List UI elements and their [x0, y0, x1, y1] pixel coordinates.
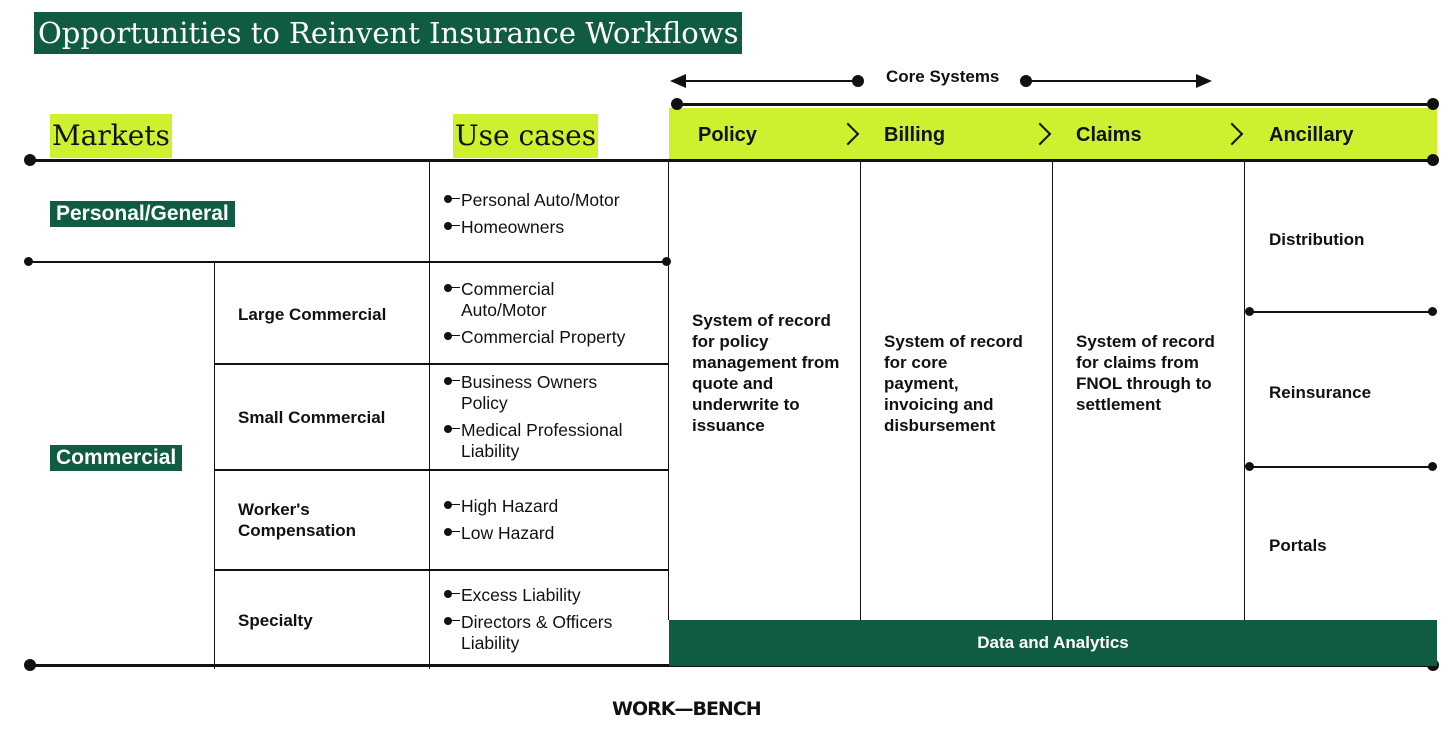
bottom-rule-left-dot	[24, 659, 36, 671]
bullet-icon	[444, 222, 452, 230]
use-case-item: Low Hazard	[461, 523, 555, 543]
page-title: Opportunities to Reinvent Insurance Work…	[34, 12, 743, 54]
use-case-item: Excess Liability	[461, 585, 581, 605]
ancillary-divider	[1249, 466, 1432, 468]
data-analytics-bar: Data and Analytics	[669, 620, 1437, 666]
bullet-stem	[450, 531, 460, 532]
use-case-item: Homeowners	[461, 217, 565, 237]
ancillary-distribution: Distribution	[1269, 230, 1365, 249]
segment-column-line	[214, 263, 215, 669]
ancillary-divider-right-dot	[1428, 307, 1437, 316]
bullet-icon	[444, 501, 452, 509]
core-systems-arrow-right-line	[1026, 80, 1196, 82]
band-top-line	[676, 103, 1434, 106]
ancillary-divider-left-dot	[1245, 462, 1254, 471]
column-divider	[860, 161, 861, 620]
column-divider	[1244, 161, 1245, 620]
use-case-item: Business Owners Policy	[461, 372, 598, 413]
row-divider	[215, 363, 668, 365]
bullet-icon	[444, 284, 452, 292]
work-bench-logo: WORK—BENCH	[612, 698, 762, 720]
bullet-stem	[450, 335, 460, 336]
stage-policy: Policy	[698, 124, 757, 146]
use-cases-header: Use cases	[453, 114, 599, 158]
bullet-stem	[450, 620, 460, 621]
use-case-item: Personal Auto/Motor	[461, 190, 620, 210]
segment-large-commercial: Large Commercial	[238, 305, 387, 324]
ancillary-reinsurance: Reinsurance	[1269, 383, 1372, 402]
divider-right-dot	[662, 257, 671, 266]
bullet-icon	[444, 590, 452, 598]
use-case-item: Medical Professional Liability	[461, 420, 623, 461]
bullet-icon	[444, 528, 452, 536]
row-divider	[215, 469, 668, 471]
segment-small-commercial: Small Commercial	[238, 408, 386, 427]
ancillary-divider-left-dot	[1245, 307, 1254, 316]
market-commercial: Commercial	[50, 445, 183, 471]
header-rule	[30, 159, 1434, 162]
bullet-stem	[450, 225, 460, 226]
header-rule-right-dot	[1427, 154, 1439, 166]
policy-description: System of record for policy management f…	[692, 311, 840, 435]
bullet-icon	[444, 332, 452, 340]
use-case-item: Directors & Officers Liability	[461, 612, 613, 653]
bullet-stem	[450, 198, 460, 199]
bullet-icon	[444, 377, 452, 385]
bullet-stem	[450, 504, 460, 505]
bullet-stem	[450, 593, 460, 594]
use-case-item: Commercial Auto/Motor	[461, 279, 555, 320]
use-case-item: High Hazard	[461, 496, 559, 516]
segment-workers-compensation: Worker's Compensation	[238, 500, 357, 540]
bullet-stem	[450, 380, 460, 381]
bullet-stem	[450, 428, 460, 429]
core-systems-band	[669, 108, 1437, 160]
personal-commercial-divider	[28, 261, 666, 263]
ancillary-portals: Portals	[1269, 536, 1327, 555]
core-systems-arrow-right-head	[1196, 74, 1212, 88]
usecase-right-line	[668, 161, 669, 620]
header-rule-left-dot	[24, 154, 36, 166]
claims-description: System of record for claims from FNOL th…	[1076, 332, 1215, 414]
bullet-icon	[444, 425, 452, 433]
ancillary-divider-right-dot	[1428, 462, 1437, 471]
core-systems-arrow-left-line	[684, 80, 856, 82]
core-systems-arrow-left-head	[670, 74, 686, 88]
market-personal-general: Personal/General	[50, 201, 235, 227]
stage-ancillary: Ancillary	[1269, 124, 1354, 146]
stage-billing: Billing	[884, 124, 946, 146]
billing-description: System of record for core payment, invoi…	[884, 332, 1023, 435]
band-top-right-dot	[1427, 98, 1439, 110]
bullet-stem	[450, 287, 460, 288]
bullet-icon	[444, 195, 452, 203]
column-divider	[1052, 161, 1053, 620]
core-systems-label: Core Systems	[886, 67, 1000, 86]
usecase-column-line	[429, 161, 430, 669]
segment-specialty: Specialty	[238, 611, 313, 630]
ancillary-divider	[1249, 311, 1432, 313]
stage-claims: Claims	[1076, 124, 1142, 146]
use-case-item: Commercial Property	[461, 327, 626, 347]
core-systems-arrow-left-dot	[852, 75, 864, 87]
markets-header: Markets	[50, 114, 172, 158]
row-divider	[215, 569, 668, 571]
band-top-left-dot	[671, 98, 683, 110]
divider-left-dot	[24, 257, 33, 266]
bullet-icon	[444, 617, 452, 625]
